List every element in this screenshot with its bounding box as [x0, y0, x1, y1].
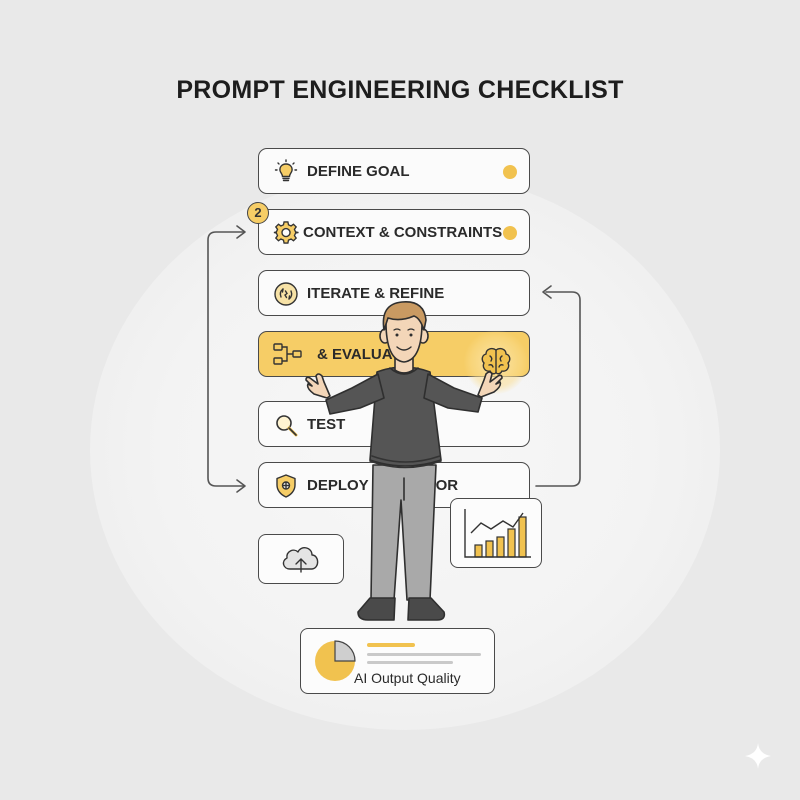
ai-output-quality-card[interactable] — [300, 628, 495, 694]
status-dot — [503, 226, 517, 240]
step-define-goal[interactable]: DEFINE GOAL — [258, 148, 530, 194]
step-label: TEST — [307, 416, 346, 433]
step-number-badge: 2 — [247, 202, 269, 224]
growth-chart-card[interactable] — [450, 498, 542, 568]
step-label: & EVALUATE — [317, 346, 411, 363]
step-label: CONTEXT & CONSTRAINTS — [303, 224, 503, 241]
pie-chart-icon — [315, 640, 356, 681]
page-title: PROMPT ENGINEERING CHECKLIST — [176, 76, 624, 104]
quality-text-lines — [367, 643, 481, 664]
status-dot — [503, 165, 517, 179]
step-label: DEFINE GOAL — [307, 163, 410, 180]
brain-icon — [481, 347, 511, 375]
lightbulb-icon — [274, 159, 298, 182]
shield-icon — [276, 474, 296, 498]
cloud-upload-card[interactable] — [258, 534, 344, 584]
step-context-constraints[interactable]: CONTEXT & CONSTRAINTS — [258, 209, 530, 255]
bar-line-chart-icon — [464, 509, 531, 558]
refine-cycle-icon — [274, 282, 298, 306]
magnifier-icon — [276, 415, 298, 437]
flowchart-icon — [273, 343, 302, 365]
gear-icon — [273, 221, 299, 244]
step-label: ITERATE & REFINE — [307, 285, 445, 302]
quality-label: AI Output Quality — [354, 670, 461, 686]
cloud-upload-icon — [282, 547, 319, 573]
sparkle-icon — [745, 743, 771, 769]
